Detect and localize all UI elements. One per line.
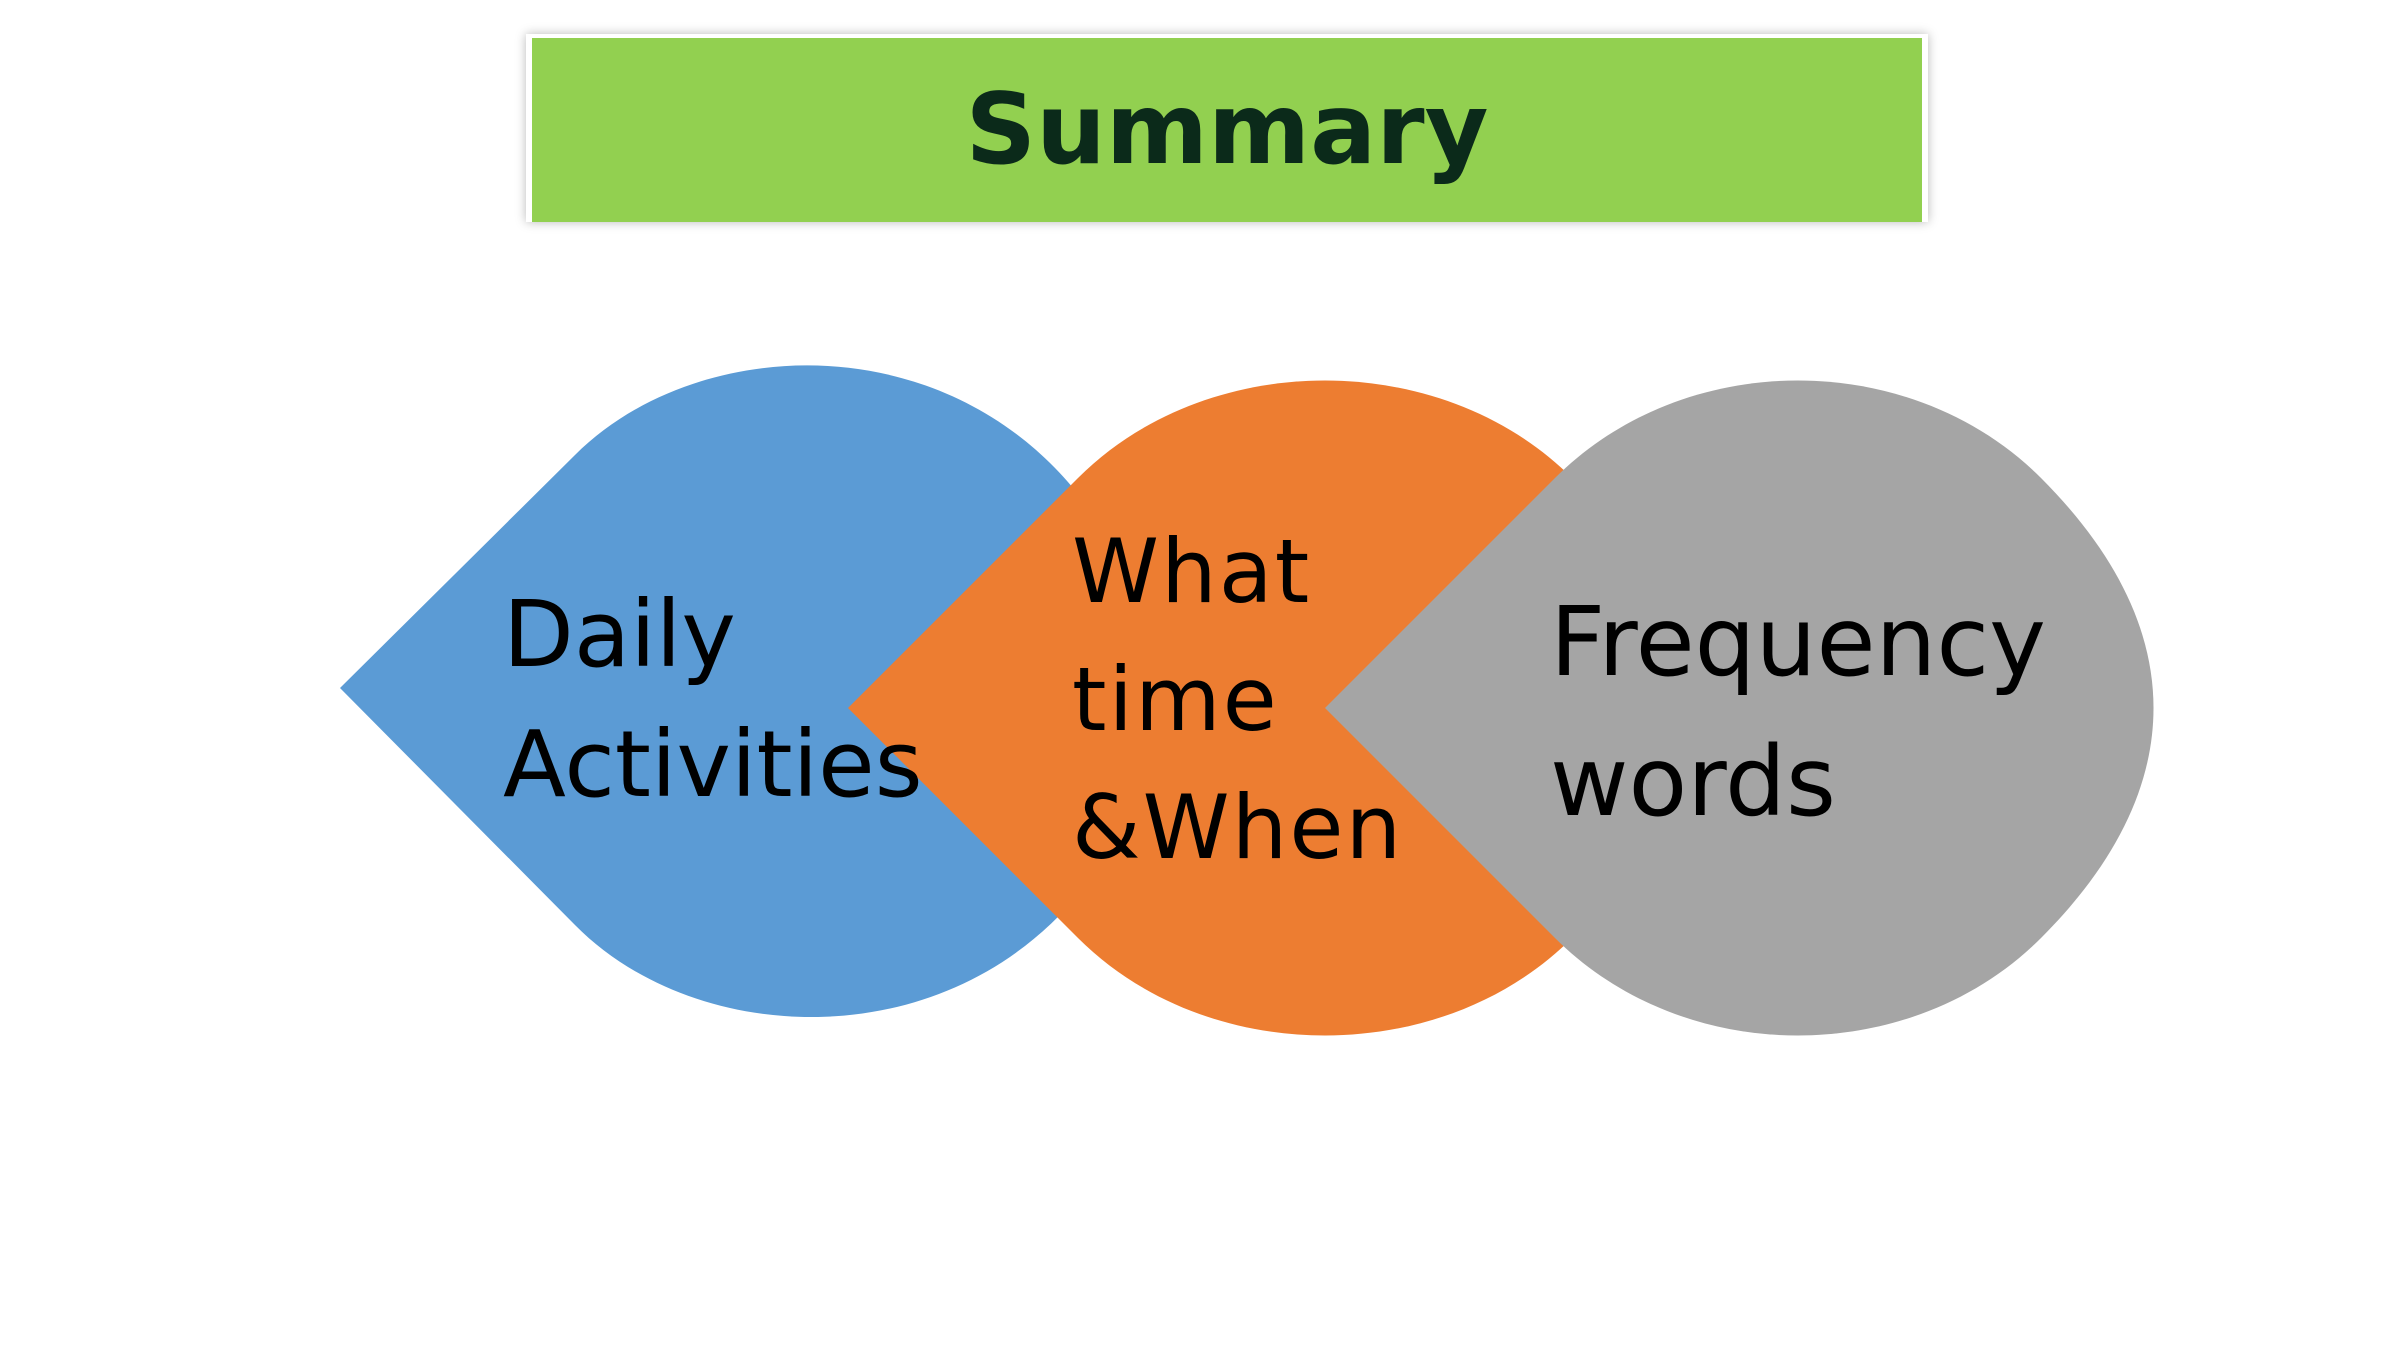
slide-title: Summary: [965, 73, 1489, 187]
label-what-time-when: What time &When: [1072, 520, 1404, 879]
title-banner: Summary: [532, 38, 1922, 222]
title-box: Summary: [526, 34, 1928, 222]
label-daily-activities: Daily Activities: [503, 581, 923, 818]
teardrop-shape-what-time-when: [848, 380, 1572, 1036]
teardrop-shape-frequency-words: [1325, 380, 2154, 1036]
label-frequency-words: Frequency words: [1550, 586, 2046, 838]
teardrop-shape-daily-activities: [340, 365, 1097, 1018]
